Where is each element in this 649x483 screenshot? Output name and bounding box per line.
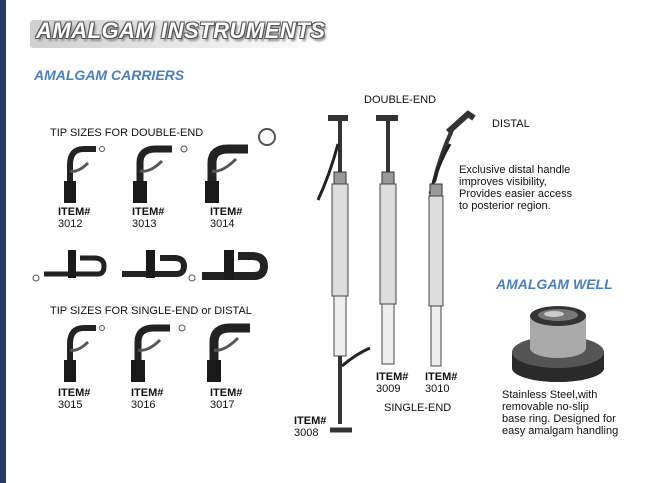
carrier-tip-side-3-image — [202, 250, 269, 280]
carrier-tip-3014-image — [205, 144, 248, 203]
carrier-tip-side-2-image — [122, 250, 196, 282]
page-title: AMALGAM INSTRUMENTS — [36, 18, 326, 43]
carrier-tip-3015-image — [64, 325, 105, 382]
carrier-tip-3017-image — [207, 323, 250, 382]
instrument-item-3009: ITEM#3009 — [376, 371, 409, 395]
single-end-tip-label: TIP SIZES FOR SINGLE-END or DISTAL — [50, 305, 252, 317]
carrier-item-3012: ITEM#3012 — [58, 206, 91, 230]
well-heading: AMALGAM WELL — [496, 276, 613, 292]
carrier-3008-image — [316, 115, 371, 433]
amalgam-well-image — [512, 306, 604, 382]
carrier-item-3015: ITEM#3015 — [58, 387, 91, 411]
title-banner — [30, 20, 328, 48]
single-end-label: SINGLE-END — [384, 402, 452, 414]
carrier-3010-image — [428, 110, 476, 367]
double-end-label: DOUBLE-END — [364, 94, 437, 106]
distal-label: DISTAL — [492, 118, 530, 130]
carrier-tip-side-1-image — [32, 250, 107, 282]
carrier-3009-image — [376, 115, 398, 365]
carrier-tip-3013-image — [133, 145, 188, 203]
tip-size-ring-icon — [258, 128, 276, 146]
instrument-item-3008: ITEM#3008 — [294, 415, 327, 439]
distal-description: Exclusive distal handle improves visibil… — [459, 164, 573, 212]
carrier-item-3013: ITEM#3013 — [132, 206, 165, 230]
carrier-tip-3016-image — [131, 324, 186, 382]
left-edge-bar — [0, 0, 6, 483]
carrier-item-3017: ITEM#3017 — [210, 387, 243, 411]
carriers-heading: AMALGAM CARRIERS — [34, 67, 185, 83]
carrier-tip-3012-image — [64, 146, 105, 203]
double-end-tip-label: TIP SIZES FOR DOUBLE-END — [50, 127, 204, 139]
instrument-item-3010: ITEM#3010 — [425, 371, 458, 395]
carrier-item-3016: ITEM#3016 — [131, 387, 164, 411]
carrier-item-3014: ITEM#3014 — [210, 206, 243, 230]
well-description: Stainless Steel,with removable no-slip b… — [502, 389, 619, 437]
